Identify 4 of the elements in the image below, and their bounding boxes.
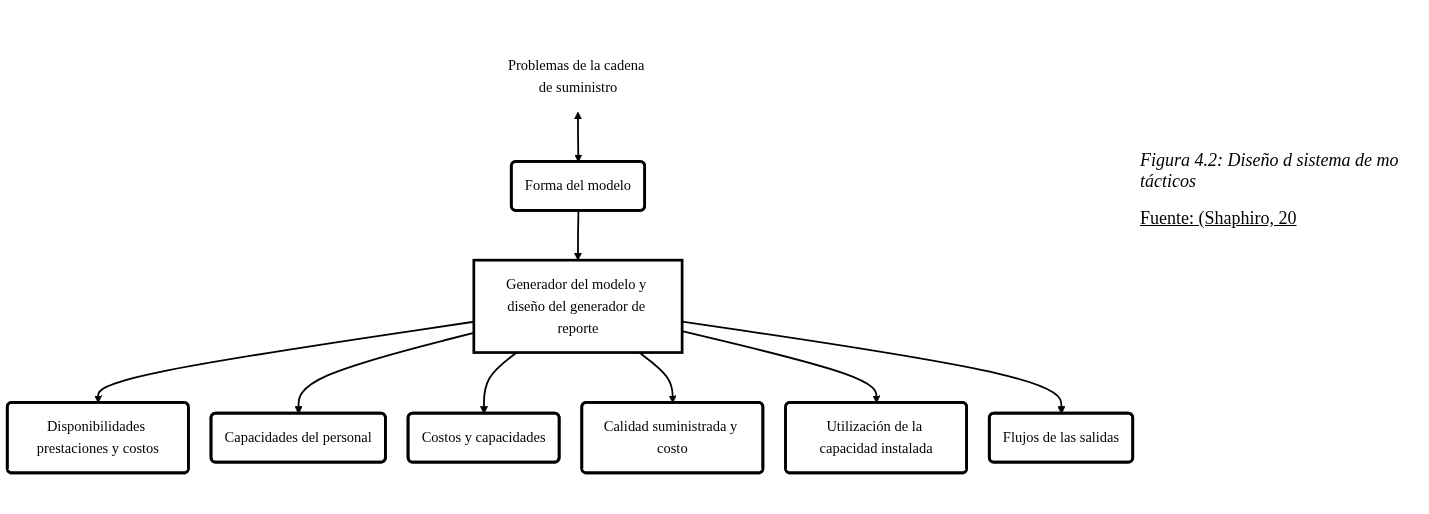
node-box: Generador del modelo y diseño del generador de reporte <box>472 258 684 354</box>
source-note: Fuente: (Shaphiro, 20 <box>1140 208 1298 229</box>
node-text: Problemas de la cadena de suministro <box>507 57 645 95</box>
figure-caption: Figura 4.2: Diseño d sistema de mo tácticos <box>1140 150 1400 192</box>
